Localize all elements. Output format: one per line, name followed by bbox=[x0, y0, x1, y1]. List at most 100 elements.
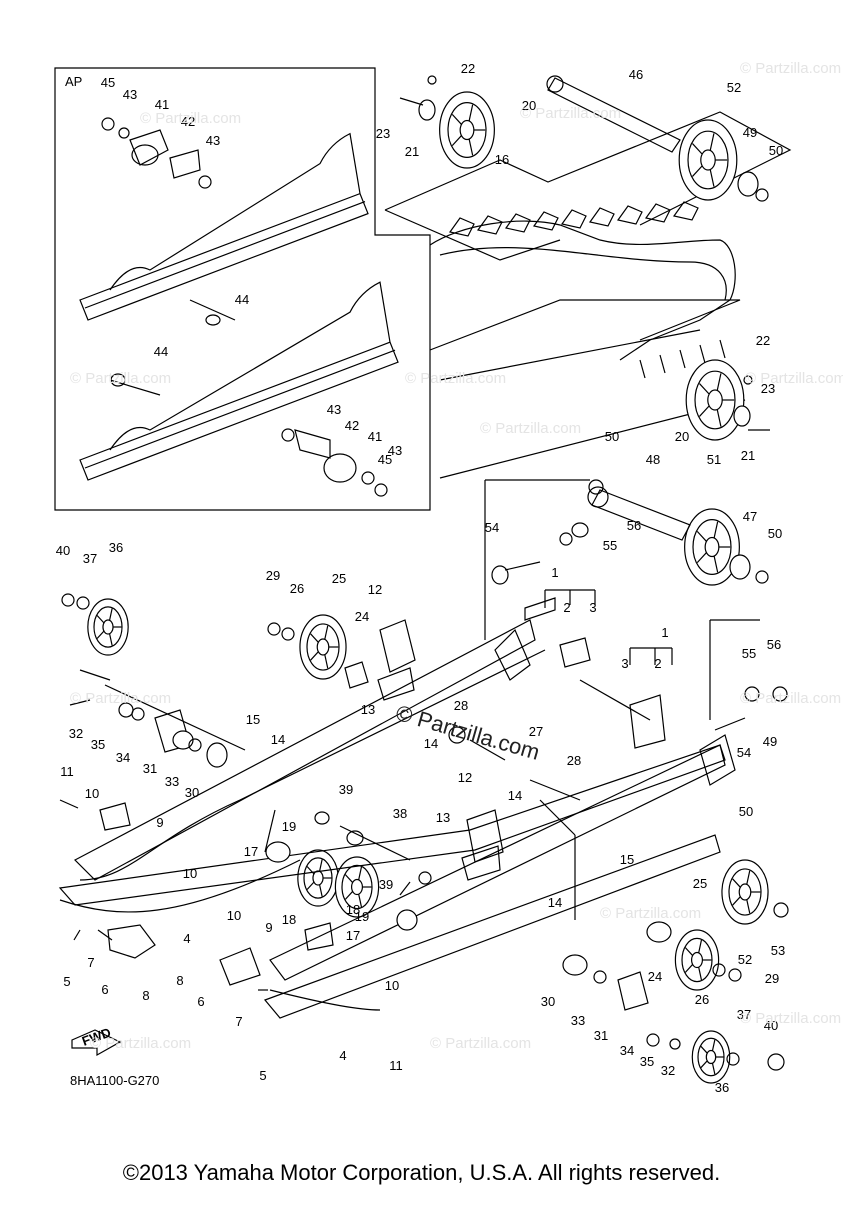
callout-18: 18 bbox=[346, 902, 360, 917]
nut bbox=[571, 522, 589, 538]
idler-wheel bbox=[690, 951, 703, 969]
callout-21: 21 bbox=[741, 448, 755, 463]
idler-wheel bbox=[306, 881, 315, 890]
callout-33: 33 bbox=[165, 774, 179, 789]
washer bbox=[314, 811, 330, 825]
washer bbox=[559, 532, 573, 546]
callout-23: 23 bbox=[761, 381, 775, 396]
idler-wheel bbox=[716, 373, 722, 391]
idler-wheel bbox=[738, 883, 752, 901]
callout-3: 3 bbox=[621, 656, 628, 671]
callout-42: 42 bbox=[181, 114, 195, 129]
washer bbox=[418, 871, 432, 885]
idler-wheel bbox=[713, 521, 719, 539]
callout-23: 23 bbox=[376, 126, 390, 141]
bolt-head bbox=[110, 373, 126, 387]
track-lug bbox=[588, 207, 615, 227]
callout-50: 50 bbox=[605, 429, 619, 444]
stopper bbox=[344, 661, 369, 689]
bolt-head bbox=[491, 565, 509, 585]
callout-28: 28 bbox=[454, 698, 468, 713]
idler-wheel bbox=[351, 878, 364, 896]
clip bbox=[69, 699, 91, 706]
washer bbox=[755, 570, 769, 584]
pin bbox=[59, 799, 79, 809]
idler-wheel bbox=[709, 169, 715, 187]
bolt bbox=[469, 739, 506, 761]
washer bbox=[76, 596, 90, 610]
callout-44: 44 bbox=[154, 344, 168, 359]
callout-13: 13 bbox=[361, 702, 375, 717]
suspension-block bbox=[379, 619, 416, 673]
callout-14: 14 bbox=[424, 736, 438, 751]
collar bbox=[562, 954, 588, 976]
callout-54: 54 bbox=[737, 745, 751, 760]
idler-wheel bbox=[684, 964, 694, 973]
callout-11: 11 bbox=[60, 764, 74, 779]
rail-bracket bbox=[699, 734, 736, 786]
track-lug bbox=[560, 209, 587, 229]
callout-2: 2 bbox=[563, 600, 570, 615]
callout-29: 29 bbox=[266, 568, 280, 583]
leader-line bbox=[79, 669, 111, 681]
inset-slide-rail-lower bbox=[109, 281, 391, 451]
collar bbox=[172, 730, 194, 750]
track-body bbox=[439, 247, 727, 301]
idler-wheel bbox=[451, 113, 462, 125]
front-stopper bbox=[107, 924, 156, 959]
track-stud bbox=[659, 354, 666, 374]
callout-10: 10 bbox=[85, 786, 99, 801]
washer bbox=[267, 622, 281, 636]
idler-wheel bbox=[358, 866, 363, 880]
rear-wheel bbox=[96, 615, 105, 624]
callout-45: 45 bbox=[378, 452, 392, 467]
spacer-plate bbox=[524, 597, 556, 621]
idler-wheel bbox=[468, 104, 474, 122]
idler-wheel bbox=[324, 654, 329, 669]
callout-15: 15 bbox=[246, 712, 260, 727]
washer bbox=[346, 830, 364, 846]
idler-wheel bbox=[732, 878, 741, 888]
callout-1: 1 bbox=[551, 565, 558, 580]
assembly-label: AP bbox=[65, 74, 83, 89]
callout-50: 50 bbox=[768, 526, 782, 541]
track-frame bbox=[439, 329, 701, 381]
collar bbox=[396, 909, 418, 931]
rear-wheel bbox=[108, 608, 113, 621]
callout-54: 54 bbox=[485, 520, 499, 535]
copyright-notice: ©2013 Yamaha Motor Corporation, U.S.A. A… bbox=[122, 1160, 721, 1185]
collar bbox=[129, 129, 169, 166]
track-body bbox=[429, 220, 736, 361]
track-stud bbox=[679, 349, 686, 369]
axle-shaft bbox=[547, 77, 681, 153]
track-lug bbox=[532, 211, 559, 231]
track-stud bbox=[719, 339, 726, 359]
callout-28: 28 bbox=[567, 753, 581, 768]
idler-wheel bbox=[468, 138, 474, 156]
callout-36: 36 bbox=[715, 1080, 729, 1095]
callout-17: 17 bbox=[244, 844, 258, 859]
track-lug bbox=[616, 205, 643, 225]
suspension-block bbox=[466, 809, 504, 863]
callout-22: 22 bbox=[461, 61, 475, 76]
callout-22: 22 bbox=[756, 333, 770, 348]
inset-slide-rail-lower bbox=[84, 349, 396, 469]
callout-12: 12 bbox=[458, 770, 472, 785]
inset-slide-rail-upper bbox=[79, 192, 369, 321]
collar bbox=[265, 841, 291, 863]
watermark: © Partzilla.com bbox=[740, 690, 842, 707]
callout-5: 5 bbox=[63, 974, 70, 989]
rear-wheel bbox=[96, 630, 105, 639]
slide-rail-right bbox=[269, 989, 381, 1011]
callout-25: 25 bbox=[693, 876, 707, 891]
track-frame bbox=[429, 299, 741, 351]
callout-40: 40 bbox=[764, 1018, 778, 1033]
callout-6: 6 bbox=[197, 994, 204, 1009]
callout-43: 43 bbox=[123, 87, 137, 102]
callout-1: 1 bbox=[661, 625, 668, 640]
callout-50: 50 bbox=[769, 143, 783, 158]
callout-34: 34 bbox=[620, 1043, 634, 1058]
callout-16: 16 bbox=[495, 152, 509, 167]
watermark: © Partzilla.com bbox=[140, 110, 242, 127]
callout-19: 19 bbox=[282, 819, 296, 834]
